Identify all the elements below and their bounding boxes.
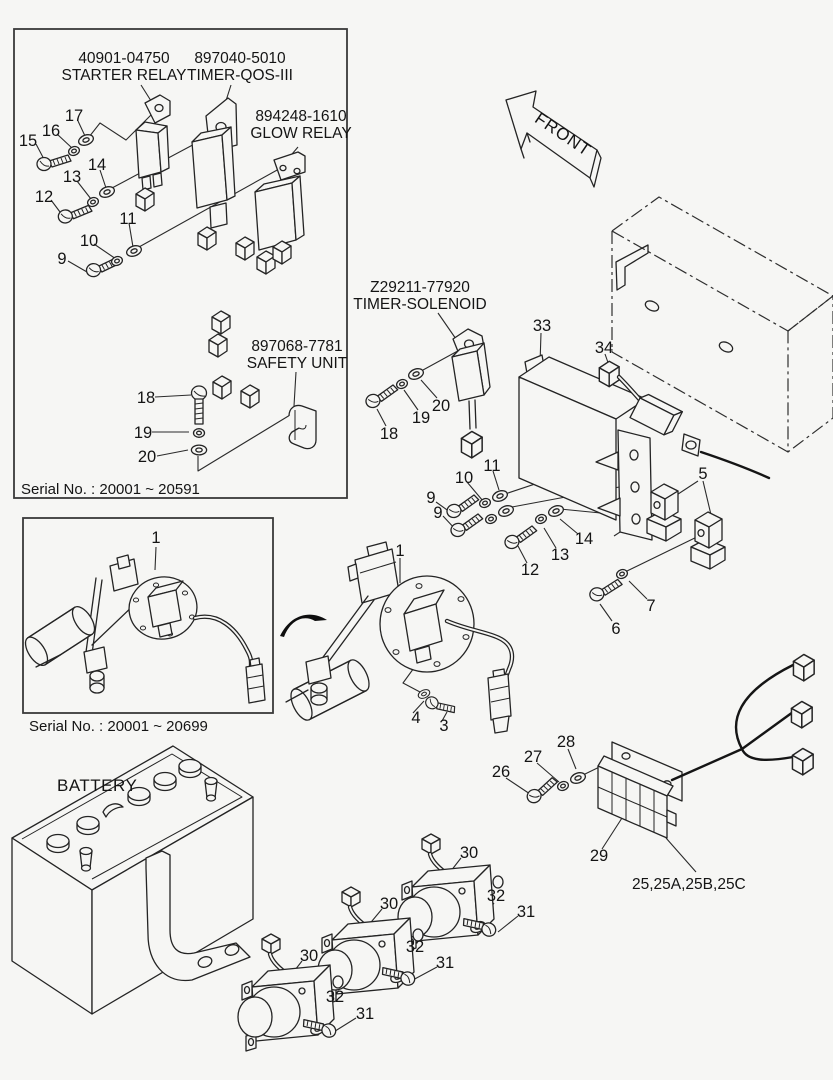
- callout-9: 9: [433, 504, 442, 522]
- fastener-set-18-19-20-box1: [190, 385, 208, 456]
- callout-11: 11: [483, 457, 500, 475]
- callout-30: 30: [460, 844, 478, 862]
- front-arrow: [505, 90, 602, 188]
- battery-terminal-left: [79, 846, 93, 872]
- callout-34: 34: [595, 339, 613, 357]
- part-number-safety-unit: 897068-7781: [251, 338, 342, 355]
- callout-13: 13: [63, 168, 81, 186]
- callout-20: 20: [138, 448, 156, 466]
- callout-10: 10: [80, 232, 98, 250]
- callout-19: 19: [412, 409, 430, 427]
- battery-terminal-right: [204, 776, 218, 802]
- callout-13: 13: [551, 546, 569, 564]
- callout-32: 32: [487, 887, 505, 905]
- callout-26: 26: [492, 763, 510, 781]
- callout-1: 1: [395, 542, 404, 560]
- callout-32: 32: [326, 988, 344, 1006]
- callout-28: 28: [557, 733, 575, 751]
- callout-29: 29: [590, 847, 608, 865]
- callout-12: 12: [521, 561, 539, 579]
- callout-31: 31: [517, 903, 535, 921]
- part-name-timer-solenoid: TIMER-SOLENOID: [353, 296, 486, 313]
- callout-7: 7: [646, 597, 655, 615]
- callout-30: 30: [380, 895, 398, 913]
- leader-lines-center: [154, 312, 713, 722]
- callout-4: 4: [411, 709, 420, 727]
- detail-box-relays-border: [13, 28, 348, 499]
- callout-6: 6: [611, 620, 620, 638]
- timer-unit-33-drawing: [518, 354, 653, 541]
- wiring-harness-drawing: [670, 653, 815, 782]
- callout-30: 30: [300, 947, 318, 965]
- callout-12: 12: [35, 188, 53, 206]
- timer-solenoid-drawing: [362, 328, 491, 459]
- callout-5: 5: [698, 465, 707, 483]
- callout-15: 15: [19, 132, 37, 150]
- callout-18: 18: [137, 389, 155, 407]
- part-number-timer-qos-iii: 897040-5010: [194, 50, 286, 67]
- fuel-sender-main-drawing: [285, 541, 515, 734]
- battery-label: BATTERY: [57, 776, 137, 795]
- callout-27: 27: [524, 748, 542, 766]
- detail-box-sender-border: [22, 517, 274, 714]
- callout-9: 9: [426, 489, 435, 507]
- part-number-timer-solenoid: Z29211-77920: [370, 279, 470, 296]
- callout-33: 33: [533, 317, 551, 335]
- starter-relay-drawing: [135, 94, 171, 191]
- connector-34-drawing: [598, 360, 771, 480]
- part-name-timer-qos-iii: TIMER-QOS-III: [187, 67, 293, 84]
- callout-11: 11: [119, 210, 136, 228]
- part-number-starter-relay: 40901-04750: [78, 50, 170, 67]
- serial-note-2: Serial No. : 20001 ~ 20699: [29, 718, 208, 735]
- labels-layer: 1516171213149101118192018192033349910111…: [19, 50, 708, 1023]
- callout-14: 14: [575, 530, 593, 548]
- pointer-arrow: [280, 614, 327, 637]
- callout-10: 10: [455, 469, 473, 487]
- fuse-box-drawing: [597, 741, 683, 839]
- part-name-safety-unit: SAFETY UNIT: [247, 355, 348, 372]
- removed-cap: [102, 803, 124, 818]
- safety-unit-drawing: [288, 404, 317, 450]
- fuel-sender-inset-drawing: [24, 554, 266, 704]
- callout-31: 31: [436, 954, 454, 972]
- part-name-starter-relay: STARTER RELAY: [62, 67, 187, 84]
- callout-19: 19: [134, 424, 152, 442]
- phantom-mount-panel: [611, 196, 833, 453]
- callout-17: 17: [65, 107, 83, 125]
- callout-18: 18: [380, 425, 398, 443]
- callout-14: 14: [88, 156, 106, 174]
- callout-31: 31: [356, 1005, 374, 1023]
- callout-3: 3: [439, 717, 448, 735]
- fuse-group-label: 25,25A,25B,25C: [632, 876, 746, 893]
- battery-drawing: [11, 745, 254, 1015]
- callout-1: 1: [151, 529, 160, 547]
- serial-note-1: Serial No. : 20001 ~ 20591: [21, 481, 200, 498]
- part-name-glow-relay: GLOW RELAY: [250, 125, 351, 142]
- glow-relay-drawing: [254, 151, 306, 251]
- part-number-glow-relay: 894248-1610: [255, 108, 347, 125]
- battery-bracket-drawing: [145, 850, 251, 982]
- timer-qos-drawing: [191, 97, 238, 229]
- callout-32: 32: [406, 938, 424, 956]
- callout-9: 9: [57, 250, 66, 268]
- callout-20: 20: [432, 397, 450, 415]
- callout-16: 16: [42, 122, 60, 140]
